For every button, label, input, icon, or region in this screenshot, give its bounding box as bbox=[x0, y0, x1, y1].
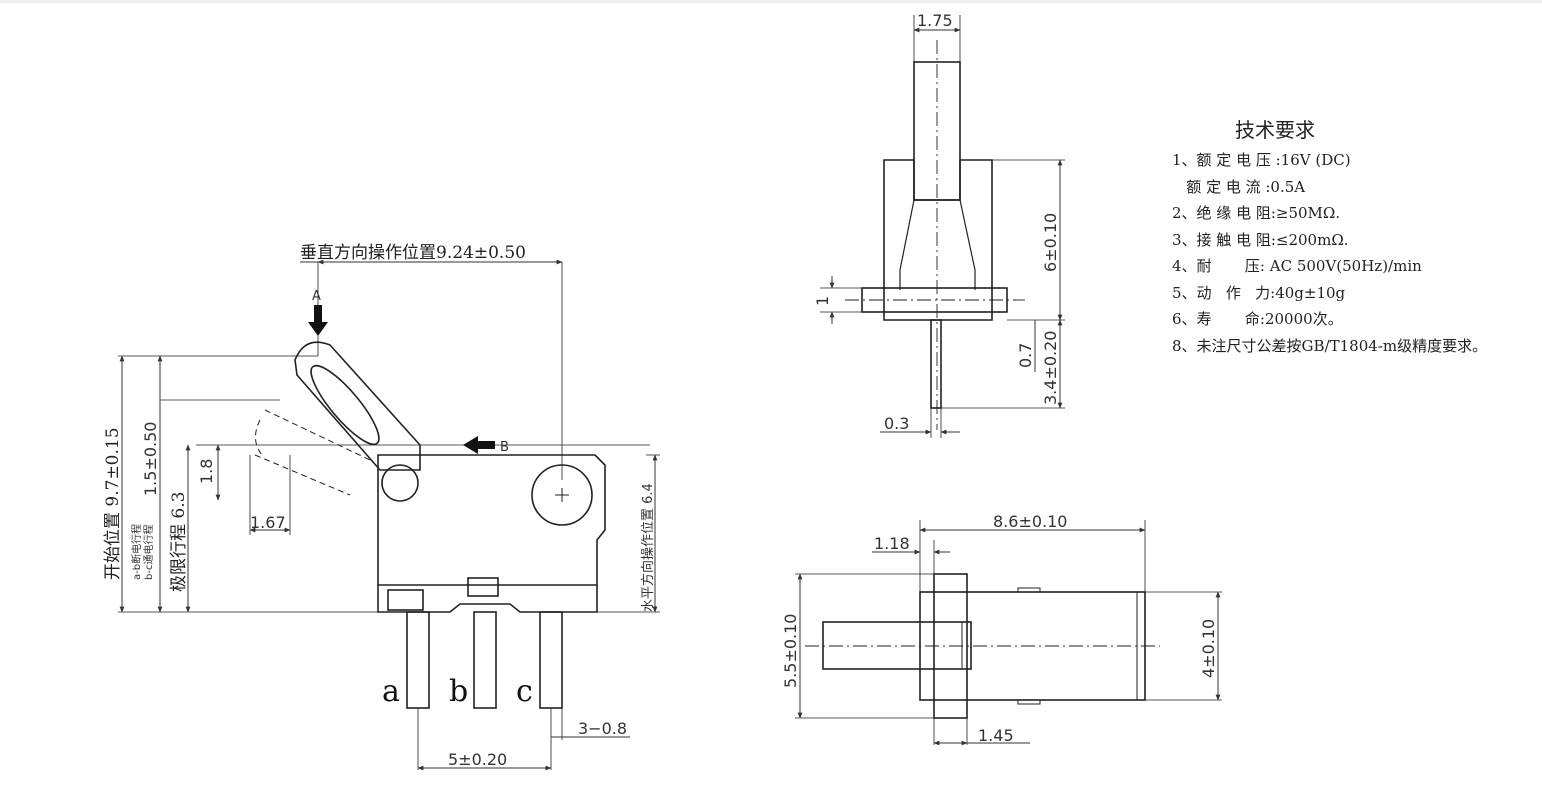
pin-c-label: c bbox=[516, 674, 533, 709]
lever-slot bbox=[310, 364, 380, 446]
lever-ghost-2 bbox=[254, 454, 351, 496]
top-actuator bbox=[822, 621, 972, 670]
lever-pivot bbox=[381, 464, 419, 502]
base-window bbox=[467, 577, 499, 597]
base-slot bbox=[387, 589, 424, 611]
requirement-line: 4、耐 压: AC 500V(50Hz)/min bbox=[1172, 257, 1422, 275]
dim-145-label: 1.45 bbox=[978, 726, 1014, 745]
pin-c-shape bbox=[539, 611, 563, 709]
dim-6-label: 6±0.10 bbox=[1041, 213, 1060, 272]
ab-travel-label: a-b断电行程 bbox=[130, 524, 143, 580]
actuator-neck bbox=[899, 199, 976, 290]
housing bbox=[883, 159, 993, 321]
bc-travel-label: b-c通电行程 bbox=[142, 525, 155, 580]
requirement-line: 6、寿 命:20000次。 bbox=[1172, 310, 1343, 328]
dim-03-label: 0.3 bbox=[884, 414, 909, 433]
arrow-b-icon bbox=[463, 436, 495, 454]
front-view bbox=[820, 15, 1065, 438]
top-border bbox=[0, 0, 1542, 3]
dim-118-label: 1.18 bbox=[874, 534, 910, 553]
limit-travel-label: 极限行程 6.3 bbox=[169, 492, 189, 592]
dim-86-label: 8.6±0.10 bbox=[993, 512, 1067, 531]
pin-a-label: a bbox=[382, 674, 400, 709]
top-view bbox=[795, 520, 1222, 745]
requirement-line: 5、动 作 力:40g±10g bbox=[1172, 283, 1346, 302]
dim-4-label: 4±0.10 bbox=[1199, 619, 1218, 678]
requirement-line: 2、绝 缘 电 阻:≥50MΩ. bbox=[1172, 204, 1341, 222]
requirement-line: 3、接 触 电 阻:≤200mΩ. bbox=[1172, 230, 1349, 249]
arrow-a-icon bbox=[308, 305, 328, 336]
pin-b-shape bbox=[473, 611, 497, 709]
side-view-dimensions bbox=[119, 259, 658, 771]
dim-34-label: 3.4±0.20 bbox=[1041, 331, 1060, 405]
dim-167-label: 1.67 bbox=[250, 513, 286, 532]
horizontal-op-label: 水平方向操作位置 6.4 bbox=[640, 483, 656, 612]
dim-07-label: 0.7 bbox=[1016, 343, 1035, 368]
top-view-dimensions bbox=[797, 527, 1221, 746]
side-view bbox=[118, 262, 660, 770]
arrow-b-label: B bbox=[500, 440, 509, 455]
lever-ghost-3 bbox=[255, 419, 263, 456]
pin-a-shape bbox=[406, 611, 430, 709]
dim-5-label: 5±0.20 bbox=[448, 750, 507, 769]
switch-base bbox=[377, 585, 598, 613]
requirement-line: 8、未注尺寸公差按GB/T1804-m级精度要求。 bbox=[1172, 336, 1488, 355]
requirement-line: 1、额 定 电 压 :16V (DC) bbox=[1172, 151, 1351, 169]
terminal bbox=[930, 319, 942, 409]
requirements-title: 技术要求 bbox=[1235, 118, 1315, 142]
vertical-op-label: 垂直方向操作位置9.24±0.50 bbox=[300, 243, 526, 263]
dim-1-label: 1 bbox=[813, 296, 832, 306]
dim-175-label: 1.75 bbox=[917, 11, 953, 30]
dim-55-label: 5.5±0.10 bbox=[781, 614, 800, 688]
dim-3-08-label: 3−0.8 bbox=[578, 719, 627, 738]
front-view-dimensions bbox=[829, 27, 1063, 435]
switch-body bbox=[377, 454, 606, 586]
lever bbox=[294, 341, 421, 471]
start-pos-label: 开始位置 9.7±0.15 bbox=[103, 427, 123, 580]
requirement-line: 额 定 电 流 :0.5A bbox=[1172, 177, 1306, 196]
travel-15-label: 1.5±0.50 bbox=[141, 422, 160, 496]
pin-b-label: b bbox=[449, 674, 468, 709]
technical-requirements: 技术要求 1、额 定 电 压 :16V (DC) 额 定 电 流 :0.5A 2… bbox=[1172, 118, 1542, 359]
dim-18-label: 1.8 bbox=[197, 459, 216, 484]
arrow-a-label: A bbox=[312, 289, 321, 304]
